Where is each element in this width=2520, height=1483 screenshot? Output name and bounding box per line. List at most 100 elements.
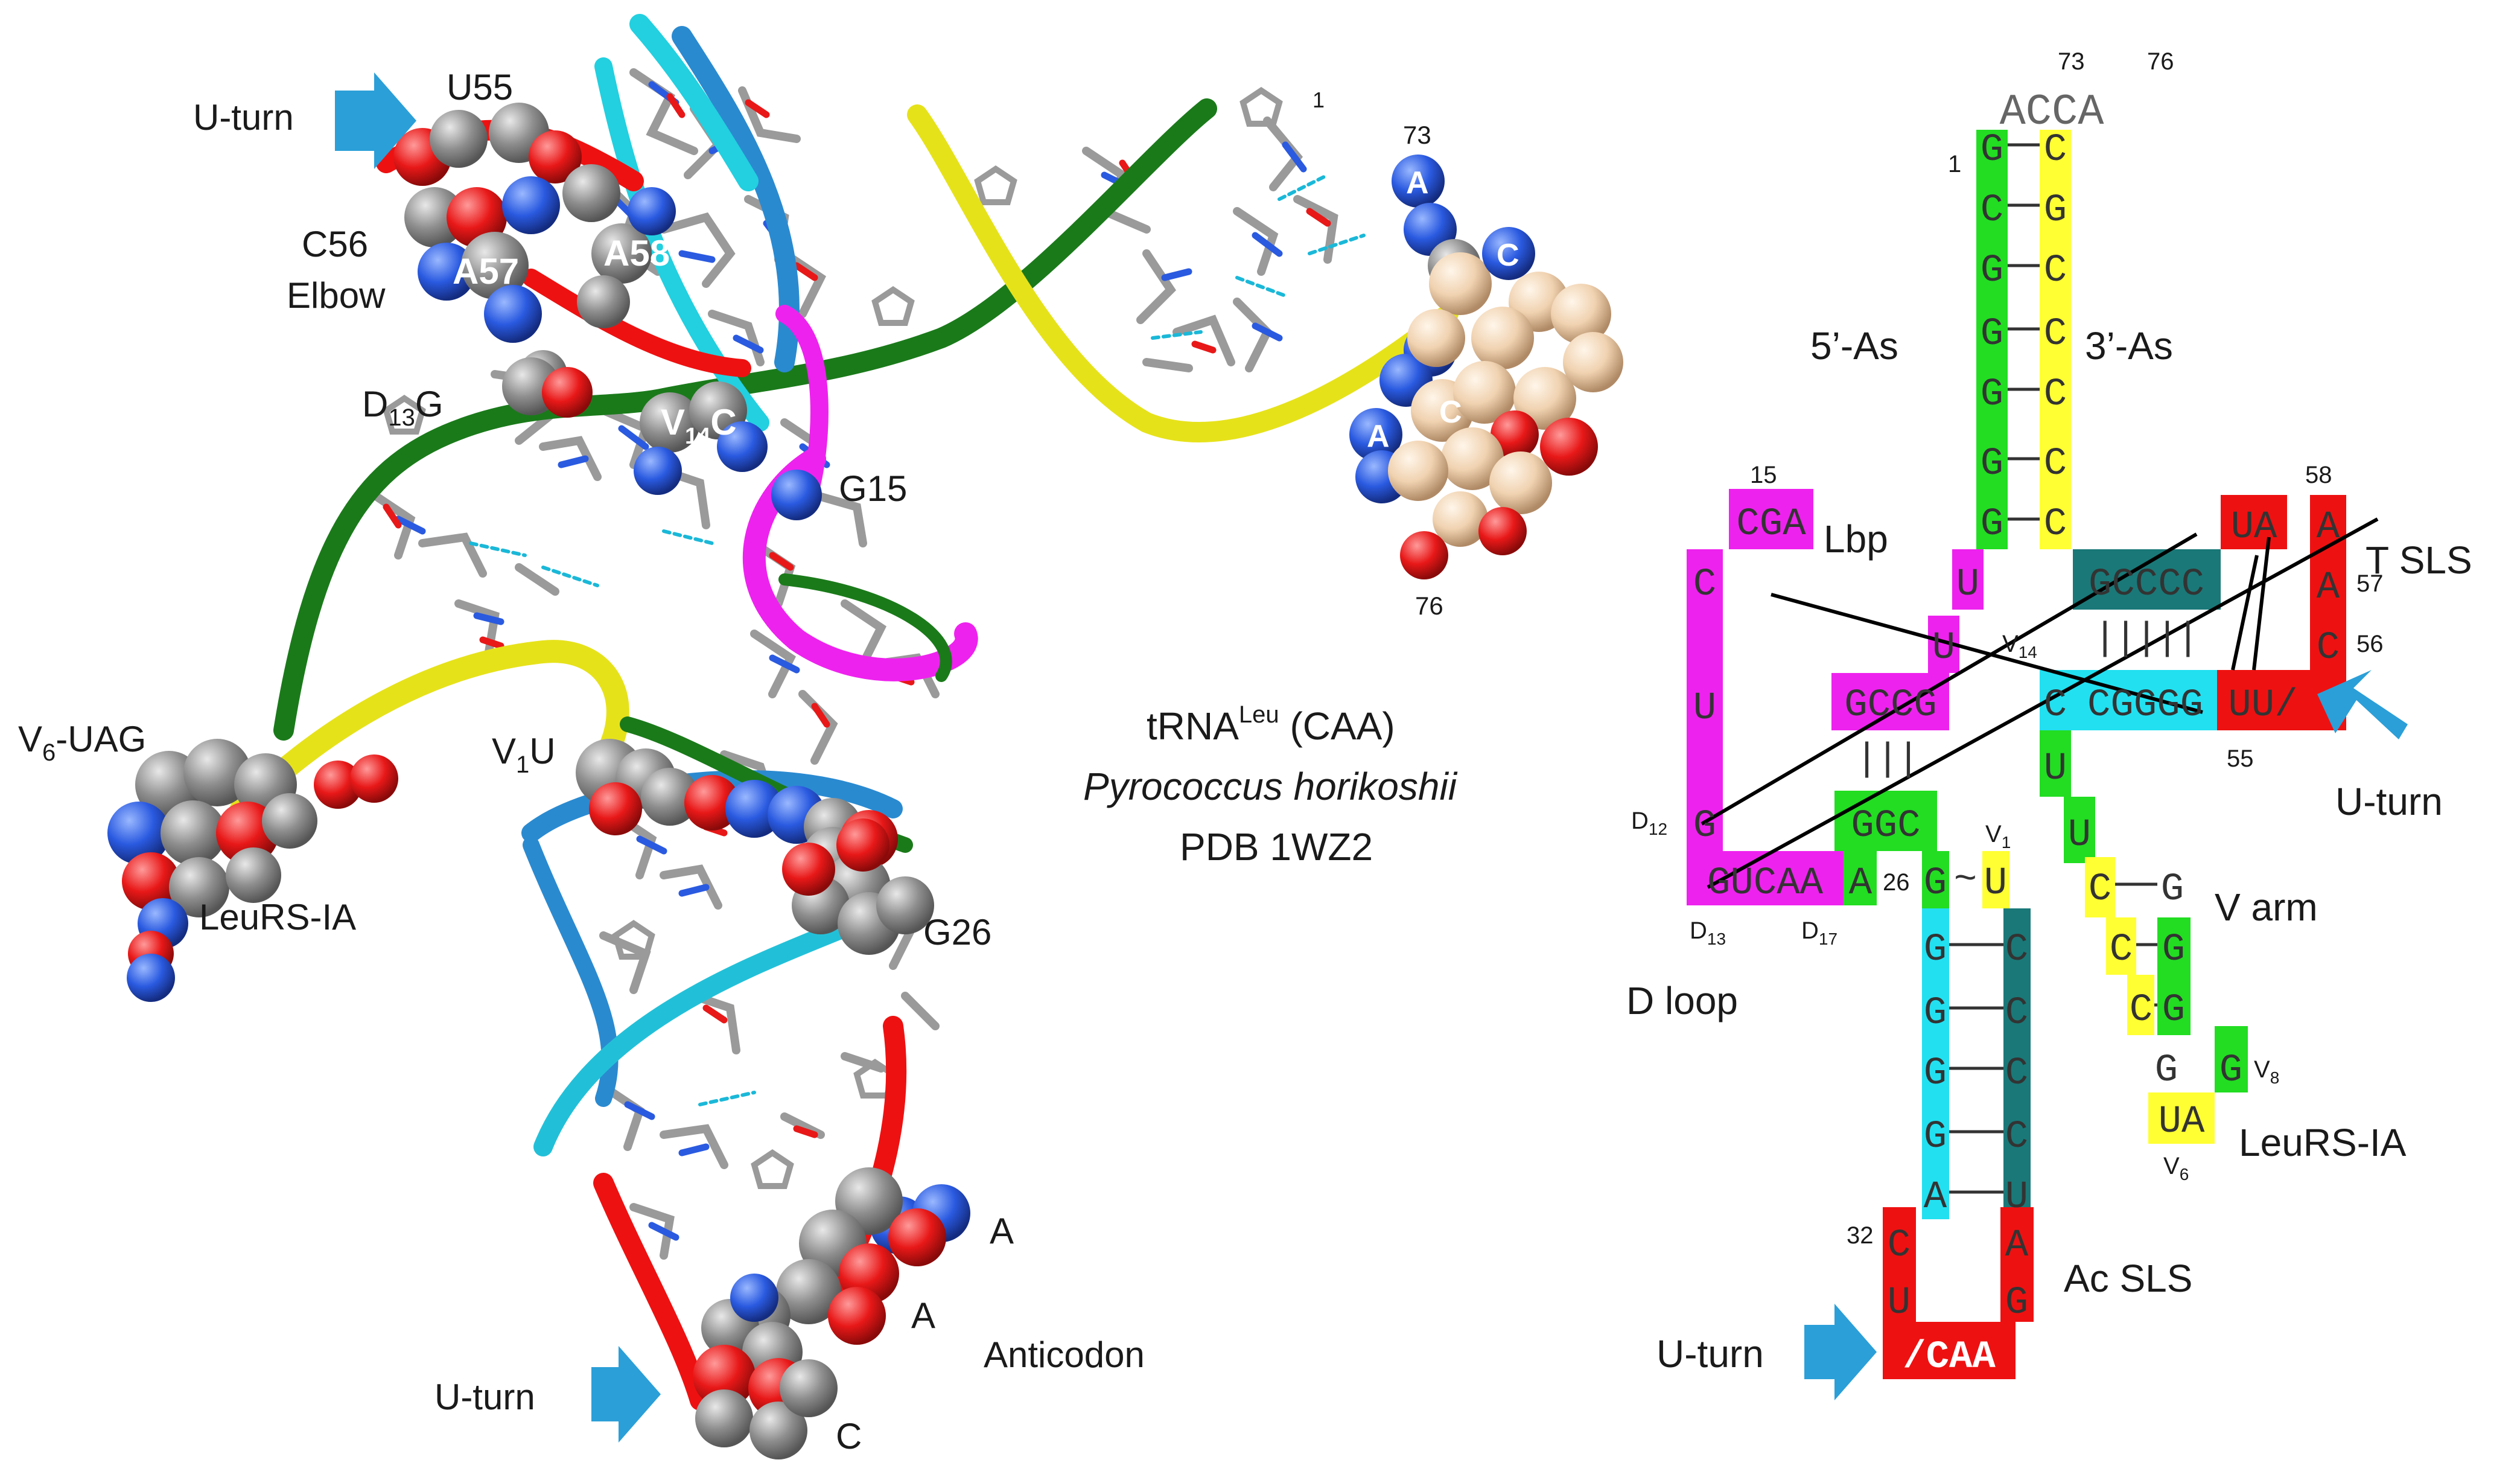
- d13-label: D13: [1690, 917, 1726, 948]
- nucleotide: C: [1981, 189, 2003, 232]
- gcccc-sequence: GCCCC: [2089, 563, 2204, 607]
- cgggg-sequence: CGGGG: [2087, 684, 2203, 727]
- tertiary-lines: [1701, 517, 2379, 889]
- uturn-arrow-icon: [335, 72, 416, 169]
- residue-73-label: 73: [2058, 48, 2085, 75]
- u55-label: U55: [447, 67, 513, 107]
- wobble-tilde: ~: [1954, 859, 1977, 902]
- nucleotide: G: [1924, 1052, 1947, 1096]
- v14c-atom-label: V14C: [661, 402, 737, 449]
- uturn-label: U-turn: [193, 97, 294, 138]
- v6uag-label: V6-UAG: [18, 719, 146, 766]
- d-loop-label: D loop: [1626, 979, 1738, 1022]
- nucleotide: A: [2317, 506, 2340, 549]
- nucleotide: U: [1932, 627, 1955, 670]
- d13g-label: D13G: [362, 384, 444, 431]
- nucleotide: U: [2044, 747, 2067, 791]
- nucleotide: A: [1849, 862, 1872, 905]
- backbone-ribbons: [230, 14, 1459, 1411]
- caption-pdb: PDB 1WZ2: [1180, 825, 1373, 869]
- a57-atom-label: A57: [453, 251, 519, 292]
- nucleotide: G: [1981, 129, 2003, 172]
- residue-1-label: 1: [1948, 151, 1961, 177]
- nucleotide-pair: UA: [2231, 506, 2277, 549]
- nucleotide: C: [2044, 129, 2067, 172]
- residue-76-label: 76: [2147, 48, 2174, 75]
- cga-sequence: CGA: [1736, 503, 1806, 546]
- v1-label: V1: [1985, 821, 2011, 852]
- anticodon-c-label: C: [836, 1416, 862, 1456]
- nucleotide: G: [2162, 989, 2185, 1032]
- nucleotide: G: [1924, 862, 1947, 905]
- residue-56-label: 56: [2356, 631, 2384, 657]
- d17-label: D17: [1801, 917, 1838, 948]
- uturn-label: U-turn: [434, 1377, 535, 1417]
- nucleotide: G: [1924, 1115, 1947, 1159]
- a58-atom-label: A58: [603, 233, 670, 273]
- nucleotide: G: [2155, 1049, 2178, 1092]
- secondary-structure: ACCA G C G G G G G C G C C C C C U U UA …: [1626, 48, 2472, 1400]
- pairing-dashes: [1949, 143, 2157, 1194]
- caption-species: Pyrococcus horikoshii: [1083, 765, 1458, 808]
- structure-caption: tRNALeu (CAA) Pyrococcus horikoshii PDB …: [1083, 701, 1458, 869]
- nucleotide: A: [2005, 1224, 2029, 1268]
- gucaa-sequence: GUCAA: [1707, 862, 1824, 905]
- acceptor-5-label: 5’-As: [1810, 324, 1898, 368]
- t-sls-label: T SLS: [2366, 538, 2472, 582]
- caption-trna: tRNALeu (CAA): [1147, 701, 1395, 748]
- g15-label: G15: [839, 468, 907, 509]
- atom-c-label: C: [1497, 238, 1519, 273]
- nucleotide: G: [1981, 313, 2003, 356]
- v6-label: V6: [2163, 1153, 2189, 1184]
- atom-c-label: C: [1439, 395, 1462, 430]
- nucleotide: G: [1981, 442, 2003, 486]
- nucleotide: U: [1956, 563, 1979, 607]
- nucleotide: G: [2005, 1281, 2028, 1325]
- atom-a-label: A: [1367, 419, 1390, 454]
- nucleotide: C: [2044, 503, 2067, 546]
- uturn-arrow-icon: [1804, 1304, 1877, 1400]
- leurs-ia-label: LeuRS-IA: [199, 897, 356, 937]
- atom-a-label: A: [1406, 165, 1429, 200]
- nucleotide: C: [2130, 989, 2152, 1032]
- nucleotide: G: [2044, 189, 2067, 232]
- color-blocks: [1687, 130, 2346, 1379]
- residue-58-label: 58: [2305, 462, 2332, 488]
- nucleotide: C: [2110, 928, 2133, 972]
- nucleotide: C: [2044, 684, 2067, 727]
- residue-76-label: 76: [1415, 592, 1443, 620]
- anticodon-a-label: A: [911, 1295, 935, 1336]
- residue-55-label: 55: [2227, 745, 2254, 772]
- nucleotide: G: [2219, 1049, 2242, 1092]
- lbp-label: Lbp: [1824, 517, 1888, 561]
- residue-57-label: 57: [2356, 570, 2384, 597]
- nucleotide: C: [2005, 928, 2028, 972]
- v14-label: V14: [2002, 631, 2037, 662]
- t-stem-pairing-bars: | | | | |: [2100, 614, 2193, 657]
- residue-15-label: 15: [1750, 462, 1777, 488]
- g26-label: G26: [923, 912, 991, 952]
- elbow-label: Elbow: [287, 275, 386, 316]
- nucleotide: C: [2005, 992, 2028, 1035]
- residue-26-label: 26: [1883, 869, 1910, 896]
- nucleotide: U: [1693, 687, 1716, 730]
- nucleotide: G: [1924, 992, 1947, 1035]
- uturn-label: U-turn: [2335, 780, 2443, 823]
- uturn-arrow-icon: [2317, 670, 2408, 739]
- nucleotide: G: [2162, 928, 2185, 972]
- nucleotide: C: [2044, 442, 2067, 486]
- residue-73-label: 73: [1403, 121, 1431, 149]
- nucleotide: C: [2044, 249, 2067, 293]
- ac-sls-label: Ac SLS: [2064, 1257, 2192, 1300]
- nucleotide: C: [2317, 627, 2340, 670]
- leurs-ia-label: LeuRS-IA: [2239, 1121, 2407, 1164]
- uturn-arrow-icon: [591, 1346, 661, 1443]
- atoms: [107, 103, 1623, 1459]
- nucleotide: U: [1984, 862, 2007, 905]
- d12-label: D12: [1631, 808, 1667, 838]
- nucleotide: G: [2161, 868, 2184, 911]
- nucleotide: U: [2005, 1176, 2028, 1219]
- ggc-sequence: GGC: [1851, 805, 1920, 848]
- d-stem-pairing-bars: | | |: [1862, 735, 1913, 778]
